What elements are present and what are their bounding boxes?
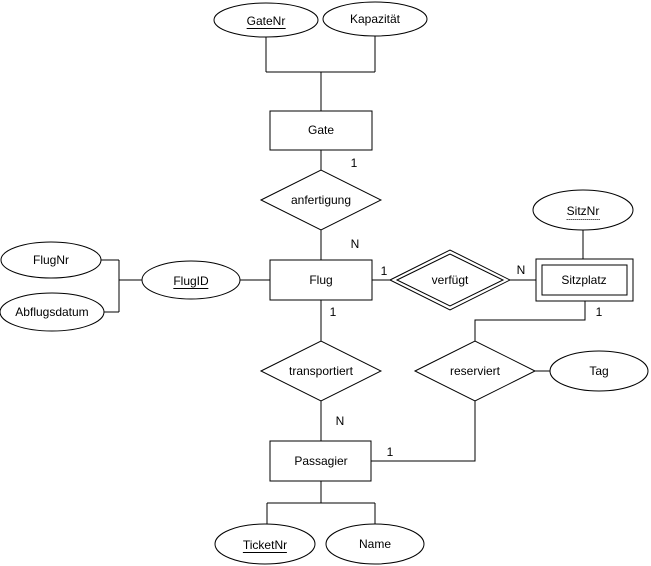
attribute-kapazitaet-label: Kapazität xyxy=(349,12,401,26)
attribute-sitznr-label: SitzNr xyxy=(566,204,600,220)
entity-flug-label: Flug xyxy=(309,273,333,287)
attribute-kapazitaet-shape[interactable] xyxy=(322,1,428,37)
entity-gate-shape[interactable] xyxy=(269,110,373,151)
attribute-gatenr-shape[interactable] xyxy=(213,2,319,38)
cardinality-transportiert-passagier: N xyxy=(335,414,345,428)
ticketnr-key-text: TicketNr xyxy=(242,538,288,553)
attribute-flugid-label: FlugID xyxy=(173,274,209,289)
attribute-ticketnr-shape[interactable] xyxy=(214,523,316,565)
gatenr-key-text: GateNr xyxy=(246,14,286,29)
attribute-gatenr-label: GateNr xyxy=(246,14,286,29)
entity-sitzplatz-inner-rect xyxy=(541,264,628,296)
cardinality-verfuegt-sitzplatz: N xyxy=(516,263,526,277)
cardinality-sitzplatz-reserviert: 1 xyxy=(595,305,603,319)
connector-sitzplatz-reserviert xyxy=(474,301,586,341)
attribute-abflugsdatum-label: Abflugsdatum xyxy=(15,305,89,319)
connector-reserviert-passagier xyxy=(371,401,476,462)
attribute-flugid-shape[interactable] xyxy=(141,260,241,300)
attribute-name-shape[interactable] xyxy=(325,523,425,565)
attribute-sitznr-shape[interactable] xyxy=(532,189,634,231)
attribute-tag-label: Tag xyxy=(589,364,609,378)
entity-passagier-label: Passagier xyxy=(294,454,348,468)
relationship-anfertigung-shape[interactable] xyxy=(259,169,383,231)
attribute-name-label: Name xyxy=(358,537,392,551)
connectors xyxy=(98,36,586,525)
relationship-verfuegt-label: verfügt xyxy=(431,273,469,287)
relationship-reserviert-shape[interactable] xyxy=(413,340,537,402)
relationship-verfuegt-inner-diamond xyxy=(395,253,505,307)
entity-flug-shape[interactable] xyxy=(269,259,373,301)
entity-passagier-shape[interactable] xyxy=(269,440,372,482)
relationship-verfuegt-shape[interactable] xyxy=(388,249,512,311)
attribute-abflugsdatum-shape[interactable] xyxy=(0,292,105,332)
attribute-ticketnr-label: TicketNr xyxy=(242,538,288,553)
cardinality-flug-verfuegt: 1 xyxy=(380,264,388,278)
entity-sitzplatz-shape[interactable] xyxy=(535,258,634,302)
entity-gate-label: Gate xyxy=(307,123,335,137)
attribute-flugnr-shape[interactable] xyxy=(0,241,102,279)
relationship-transportiert-label: transportiert xyxy=(288,364,354,378)
cardinality-flug-transportiert: 1 xyxy=(329,305,337,319)
cardinality-passagier-reserviert: 1 xyxy=(386,445,394,459)
relationship-transportiert-shape[interactable] xyxy=(259,340,383,402)
cardinality-anfertigung-flug: N xyxy=(350,237,360,251)
attribute-flugnr-label: FlugNr xyxy=(32,253,70,267)
relationship-reserviert-label: reserviert xyxy=(449,364,501,378)
relationship-anfertigung-label: anfertigung xyxy=(290,193,352,207)
attribute-tag-shape[interactable] xyxy=(549,350,649,392)
cardinality-gate-anfertigung: 1 xyxy=(350,156,358,170)
flugid-key-text: FlugID xyxy=(173,274,209,289)
sitznr-partialkey-text: SitzNr xyxy=(566,204,600,220)
entity-sitzplatz-label: Sitzplatz xyxy=(561,273,607,287)
